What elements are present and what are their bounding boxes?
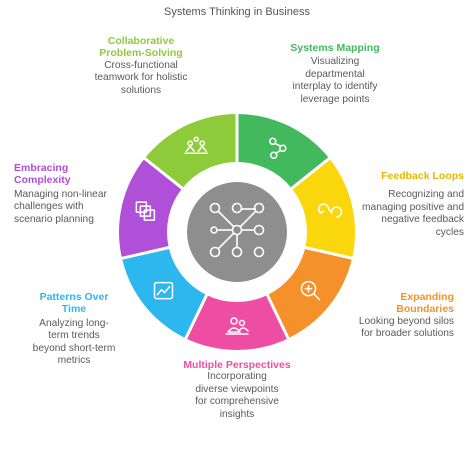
segment-description: Analyzing long-term trends beyond short-… [32, 317, 116, 367]
segment-description: Looking beyond silos for broader solutio… [358, 315, 454, 340]
zoom-plus-icon [300, 280, 321, 301]
segment-title: Multiple Perspectives [183, 359, 291, 371]
segment-description: Incorporating diverse viewpoints for com… [195, 371, 279, 420]
loop-arrows-icon [317, 203, 343, 218]
stacked-layers-icon [135, 201, 156, 221]
segment-title: Collaborative Problem-Solving [99, 35, 183, 60]
center-hub [179, 174, 295, 290]
segment-title: Patterns Over Time [39, 291, 109, 316]
segment-title: Systems Mapping [290, 42, 380, 54]
segment-feedback-loops [291, 158, 355, 259]
segment-divider [119, 245, 172, 261]
network-graph-icon [209, 202, 265, 258]
label-collaborative-problem-solving: Collaborative Problem-Solving Cross-func… [80, 35, 202, 97]
trend-chart-icon [153, 281, 174, 300]
segment-divider [265, 292, 291, 341]
flow-nodes-icon [269, 137, 287, 160]
people-icon [225, 317, 249, 335]
label-multiple-perspectives: Multiple Perspectives Incorporating dive… [180, 359, 294, 421]
segment-description: Recognizing and managing positive and ne… [362, 189, 464, 238]
label-expanding-boundaries: Expanding Boundaries Looking beyond silo… [349, 291, 454, 341]
segment-divider [142, 156, 185, 191]
segment-description: Visualizing departmental interplay to id… [292, 56, 378, 105]
segment-description: Managing non-linear challenges with scen… [14, 188, 107, 225]
segment-title: Expanding Boundaries [396, 291, 454, 316]
segment-title: Embracing Complexity [14, 162, 71, 187]
segment-collaborative-problem-solving [144, 114, 237, 189]
segment-divider [302, 245, 355, 261]
label-feedback-loops: Feedback Loops Recognizing and managing … [360, 170, 464, 239]
segment-description: Cross-functional teamwork for holistic s… [94, 59, 188, 96]
segment-divider [183, 292, 209, 341]
hub-circle [187, 182, 287, 282]
label-systems-mapping: Systems Mapping Visualizing departmental… [270, 42, 400, 106]
label-patterns-over-time: Patterns Over Time Analyzing long-term t… [14, 291, 134, 367]
segment-divider [289, 156, 332, 191]
segment-title: Feedback Loops [381, 170, 464, 182]
diagram-title: Systems Thinking in Business [164, 6, 310, 18]
label-embracing-complexity: Embracing Complexity Managing non-linear… [14, 162, 118, 226]
team-icon [184, 136, 208, 155]
segment-expanding-boundaries [267, 247, 353, 339]
